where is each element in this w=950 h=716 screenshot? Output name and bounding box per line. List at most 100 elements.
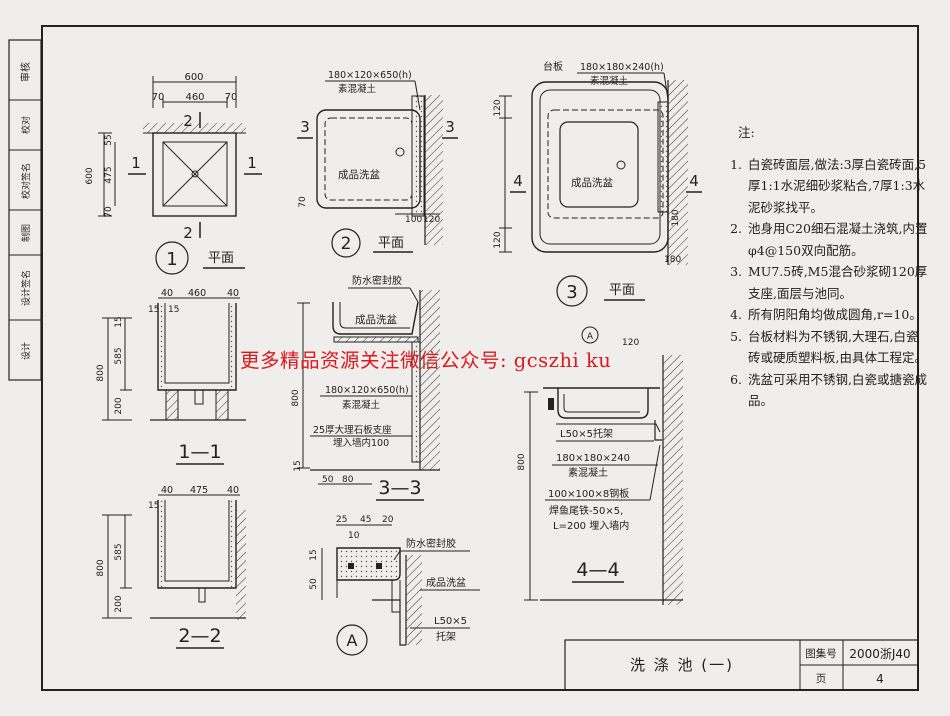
concrete-label: 素混凝土 xyxy=(342,399,381,411)
section-marker-1-right: 1 xyxy=(247,154,257,172)
dim-800: 800 xyxy=(291,389,301,406)
note-item: 5.台板材料为不锈钢,大理石,白瓷砖或硬质塑料板,由具体工程定。 xyxy=(730,328,927,366)
angle-spec: L50×5 xyxy=(434,616,467,627)
sidebar-signature-strip: 审核 校对 校对签名 制图 设计签名 设计 xyxy=(8,39,42,381)
page-label: 页 xyxy=(816,673,827,685)
section-3-3: 防水密封胶 成品洗盆 800 180×120×650(h) 素混凝土 25厚大理… xyxy=(291,274,440,501)
basin-label: 成品洗盆 xyxy=(355,313,397,326)
section-marker-3-right: 3 xyxy=(445,118,455,136)
note-item: 2.池身用C20细石混凝土浇筑,内置φ4@150双向配筋。 xyxy=(730,221,928,258)
bracket-label: 托架 xyxy=(436,630,456,643)
dim-50: 50 xyxy=(309,578,319,590)
concrete-spec: 180×180×240(h) xyxy=(580,62,664,73)
dim-v-mid: 475 xyxy=(104,166,114,183)
embed-spec: L=200 埋入墙内 xyxy=(553,519,629,532)
dim-800: 800 xyxy=(96,364,106,381)
seal-label: 防水密封胶 xyxy=(352,274,402,287)
basin-label: 成品洗盆 xyxy=(571,176,613,189)
basin-label: 成品洗盆 xyxy=(426,576,466,589)
marble-spec: 25厚大理石板支座 xyxy=(313,424,392,436)
concrete-spec: 180×120×650(h) xyxy=(325,385,409,396)
section-marker-2-top: 2 xyxy=(183,112,193,130)
concrete-label: 素混凝土 xyxy=(338,83,377,95)
plan-view-3: 台板 180×180×240(h) 素混凝土 成品洗盆 4 4 120 120 … xyxy=(493,60,702,307)
plate-spec: 100×100×8钢板 xyxy=(548,487,629,500)
section-marker-2-bottom: 2 xyxy=(183,224,193,242)
dim-585: 585 xyxy=(114,347,124,364)
dim-15: 15 xyxy=(309,549,319,560)
section-title: 2—2 xyxy=(178,625,221,647)
drawing-title: 平面 xyxy=(609,283,635,298)
dim-20: 20 xyxy=(382,515,394,525)
note-item: 6.洗盆可采用不锈钢,白瓷或搪瓷成品。 xyxy=(730,371,927,409)
drawing-number-circle xyxy=(556,275,588,307)
dim-top: 120 xyxy=(493,99,503,116)
section-2-2: 40 475 40 15 800 585 200 2—2 xyxy=(96,485,246,649)
sidebar-label-check: 校对 xyxy=(20,116,32,134)
dim-70: 70 xyxy=(298,196,308,208)
dim-120: 120 xyxy=(622,338,639,348)
dim-mid: 460 xyxy=(185,92,204,103)
dim-200: 200 xyxy=(114,397,124,414)
drawing-number: 1 xyxy=(166,249,177,270)
dim-10: 10 xyxy=(348,531,360,541)
sidebar-label-review: 审核 xyxy=(19,62,32,82)
dim-80: 80 xyxy=(342,475,354,485)
dim-bottom-right: 180 xyxy=(664,255,681,265)
dim-40-left: 40 xyxy=(161,485,173,496)
notes-heading: 注: xyxy=(738,125,755,140)
concrete-label: 素混凝土 xyxy=(568,466,608,479)
section-marker-3-left: 3 xyxy=(300,118,310,136)
plan-view-1: 600 70 460 70 600 55 475 70 1 1 2 2 1 平面 xyxy=(85,72,262,275)
concrete-label: 素混凝土 xyxy=(590,75,629,87)
dim-right: 180 xyxy=(671,209,681,226)
drawing-number-circle xyxy=(331,228,361,258)
note-item: 1.白瓷砖面层,做法:3厚白瓷砖面,5厚1:1水泥细砂浆粘合,7厚1:3水泥砂浆… xyxy=(730,156,927,215)
marble-embed: 埋入墙内100 xyxy=(333,437,389,449)
note-item: 4.所有阴阳角均做成圆角,r=10。 xyxy=(730,307,922,322)
fishtail-spec: 焊鱼尾铁-50×5, xyxy=(549,504,623,517)
sidebar-label-check-sign: 校对签名 xyxy=(20,163,32,199)
section-4-4: A 120 800 L50×5托架 180×180×240 素混凝土 100×1… xyxy=(517,326,683,605)
dim-15-a: 15 xyxy=(148,305,159,315)
dim-v-total: 600 xyxy=(85,167,95,184)
section-marker-1-left: 1 xyxy=(131,154,141,172)
sheet-title: 洗 涤 池 (一) xyxy=(630,656,734,674)
plan-view-2: 180×120×650(h) 素混凝土 成品洗盆 3 3 70 100 120 … xyxy=(297,70,458,258)
sheet-frame xyxy=(41,25,919,691)
section-title: 4—4 xyxy=(576,559,619,581)
dim-15-c: 15 xyxy=(114,316,124,327)
dim-50: 50 xyxy=(322,475,334,485)
dim-15: 15 xyxy=(293,460,303,471)
dim-15: 15 xyxy=(148,501,159,511)
dim-800: 800 xyxy=(96,559,106,576)
dim-width-total: 600 xyxy=(184,72,203,83)
dim-120: 120 xyxy=(423,215,440,225)
concrete-spec: 180×120×650(h) xyxy=(328,70,412,81)
dim-v-bot: 70 xyxy=(104,206,114,218)
section-marker-4-right: 4 xyxy=(689,172,699,190)
basin-label: 成品洗盆 xyxy=(338,168,380,181)
section-title: 3—3 xyxy=(378,477,421,499)
seal-label: 防水密封胶 xyxy=(406,537,456,550)
dim-200: 200 xyxy=(114,595,124,612)
watermark-text: 更多精品资源关注微信公众号: gcszhi ku xyxy=(240,349,612,372)
dim-left: 70 xyxy=(152,92,165,103)
dim-25: 25 xyxy=(336,515,347,525)
dim-40-right: 40 xyxy=(227,288,239,299)
sidebar-label-design-sign: 设计签名 xyxy=(20,270,32,306)
dim-100: 100 xyxy=(405,215,422,225)
note-item: 3.MU7.5砖,M5混合砂浆砌120厚支座,面层与池同。 xyxy=(730,264,928,301)
notes-panel: 注: 1.白瓷砖面层,做法:3厚白瓷砖面,5厚1:1水泥细砂浆粘合,7厚1:3水… xyxy=(720,122,930,412)
dim-right: 70 xyxy=(225,92,238,103)
dim-40-right: 40 xyxy=(227,485,239,496)
atlas-number: 2000浙J40 xyxy=(849,647,910,661)
drawing-title: 平面 xyxy=(378,236,404,251)
angle-bracket-label: L50×5托架 xyxy=(560,427,613,440)
dim-460: 460 xyxy=(188,288,206,299)
concrete-spec: 180×180×240 xyxy=(556,453,630,464)
dim-585: 585 xyxy=(114,543,124,560)
section-marker-4-left: 4 xyxy=(513,172,523,190)
dim-15-b: 15 xyxy=(168,305,179,315)
dim-475: 475 xyxy=(190,485,208,496)
